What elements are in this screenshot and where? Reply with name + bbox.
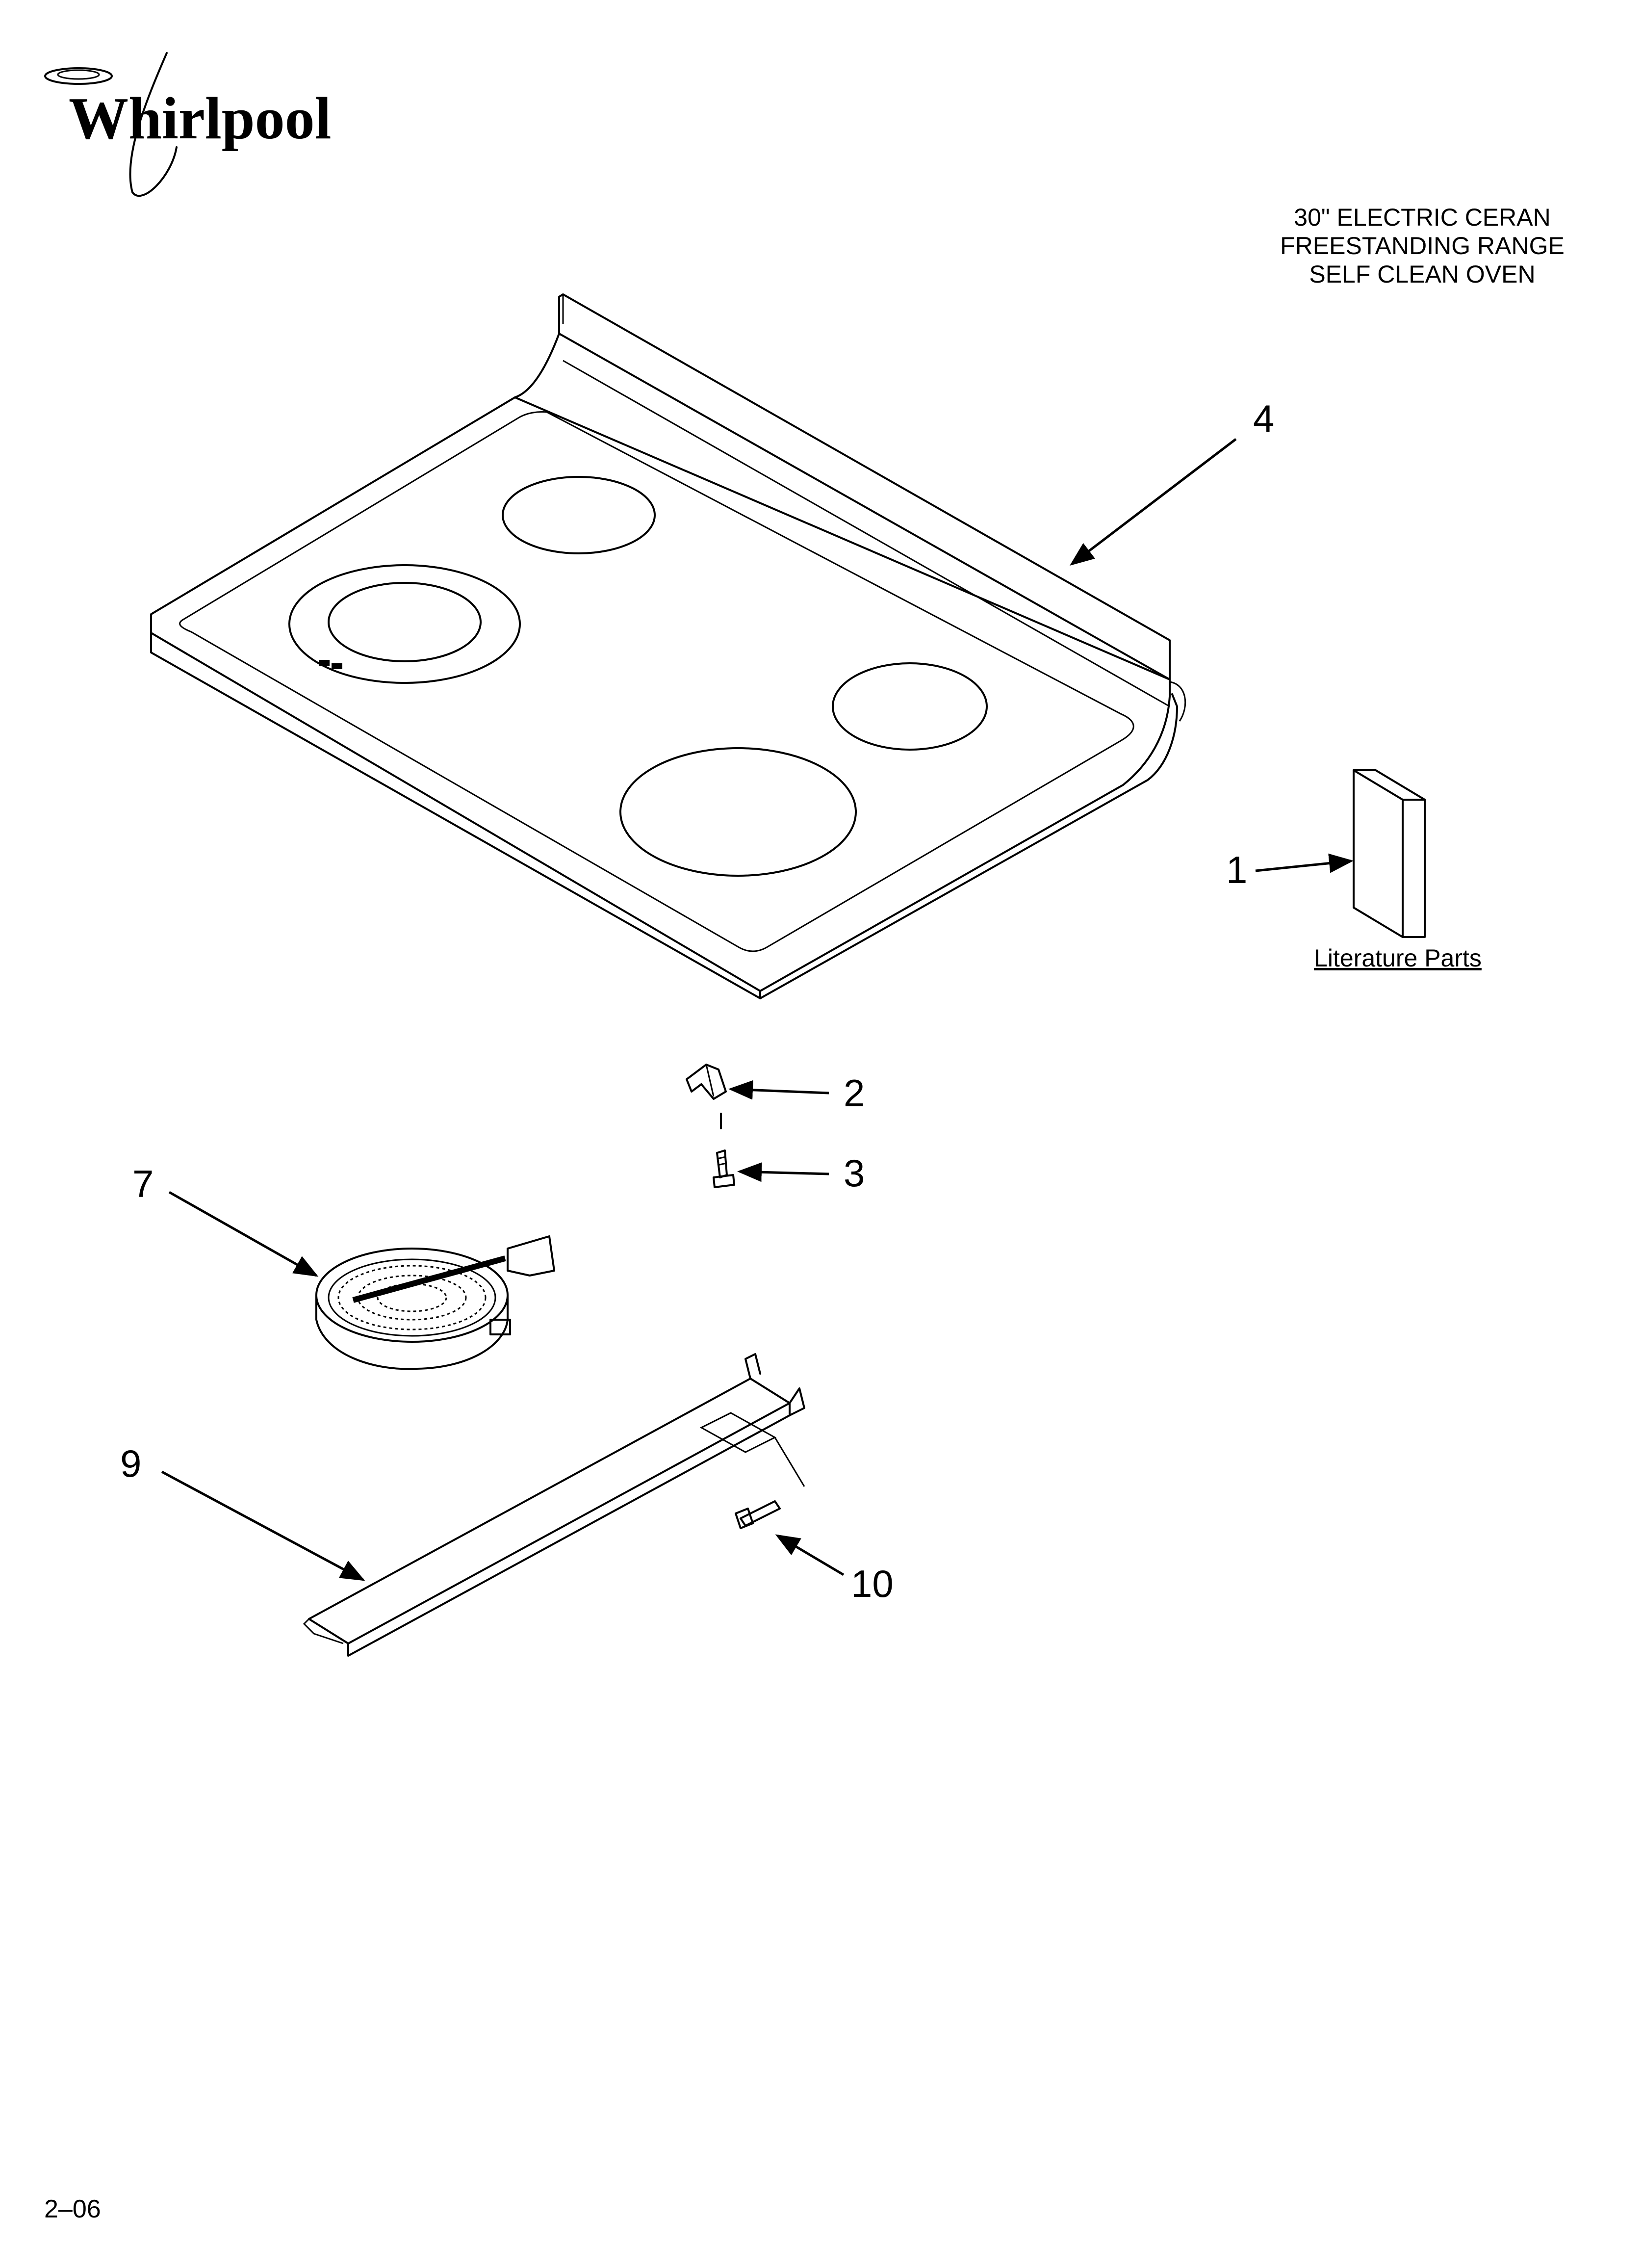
screw-icon [713, 1149, 735, 1188]
title-line-2: FREESTANDING RANGE [1280, 232, 1565, 260]
burner-front-left-ring [288, 564, 521, 684]
clip-icon [686, 1064, 727, 1129]
title-line-3: SELF CLEAN OVEN [1309, 261, 1535, 288]
cooktop [150, 293, 1186, 999]
burner-front-left [328, 582, 482, 662]
burner-front-right [619, 747, 857, 877]
callout-7: 7 [132, 1162, 154, 1205]
terminal-block-icon [507, 1235, 555, 1277]
brand-name: Whirlpool [69, 85, 332, 152]
callout-2: 2 [844, 1071, 865, 1115]
callout-10: 10 [851, 1562, 894, 1605]
literature-parts-label: Literature Parts [1314, 944, 1482, 972]
footer-code: 2–06 [44, 2195, 101, 2223]
callout-4: 4 [1253, 397, 1274, 440]
hot-indicator-icon [319, 660, 330, 666]
callout-9: 9 [120, 1442, 141, 1485]
radiant-element [315, 1235, 555, 1370]
logo-swirl-icon [44, 67, 113, 85]
literature-parts-icon [1353, 769, 1426, 938]
burner-back-left [502, 476, 656, 554]
screw-10-icon [735, 1500, 781, 1529]
burner-back-right [832, 662, 988, 751]
callout-1: 1 [1226, 848, 1247, 891]
whirlpool-logo: Whirlpool [44, 52, 332, 197]
callout-3: 3 [844, 1151, 865, 1195]
title-line-1: 30" ELECTRIC CERAN [1294, 204, 1550, 231]
bracket [303, 1353, 805, 1657]
